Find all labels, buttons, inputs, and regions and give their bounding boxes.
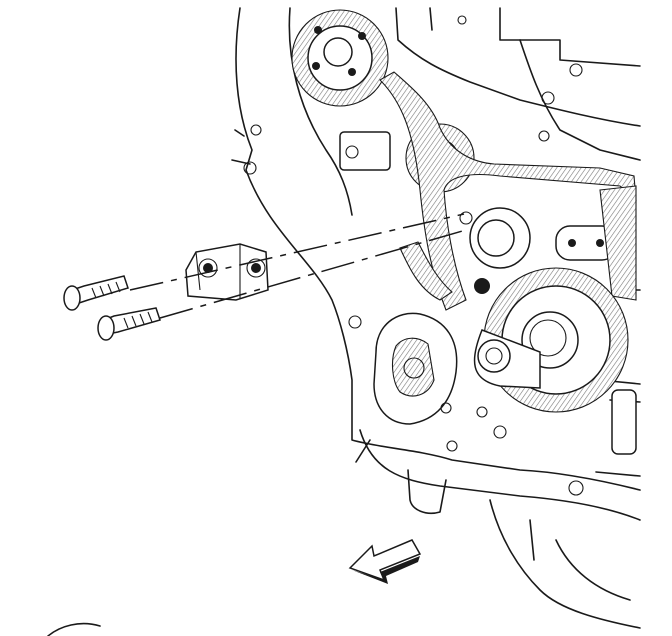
crankshaft-sprocket	[473, 267, 629, 413]
guide-bolt-upper	[63, 275, 129, 311]
guide-bolt-lower	[97, 307, 161, 341]
timing-chain	[379, 71, 637, 311]
idler-gear-center	[459, 207, 531, 294]
lower-left-pulley	[373, 312, 488, 425]
upper-left-sprocket	[291, 9, 389, 107]
chain-guide	[185, 243, 269, 301]
partial-circle-fragment	[47, 622, 101, 636]
engine-front-arrow	[348, 539, 422, 584]
engine-block-front	[231, 7, 641, 629]
chain-guide-right	[555, 185, 637, 301]
alignment-lines	[129, 213, 467, 319]
